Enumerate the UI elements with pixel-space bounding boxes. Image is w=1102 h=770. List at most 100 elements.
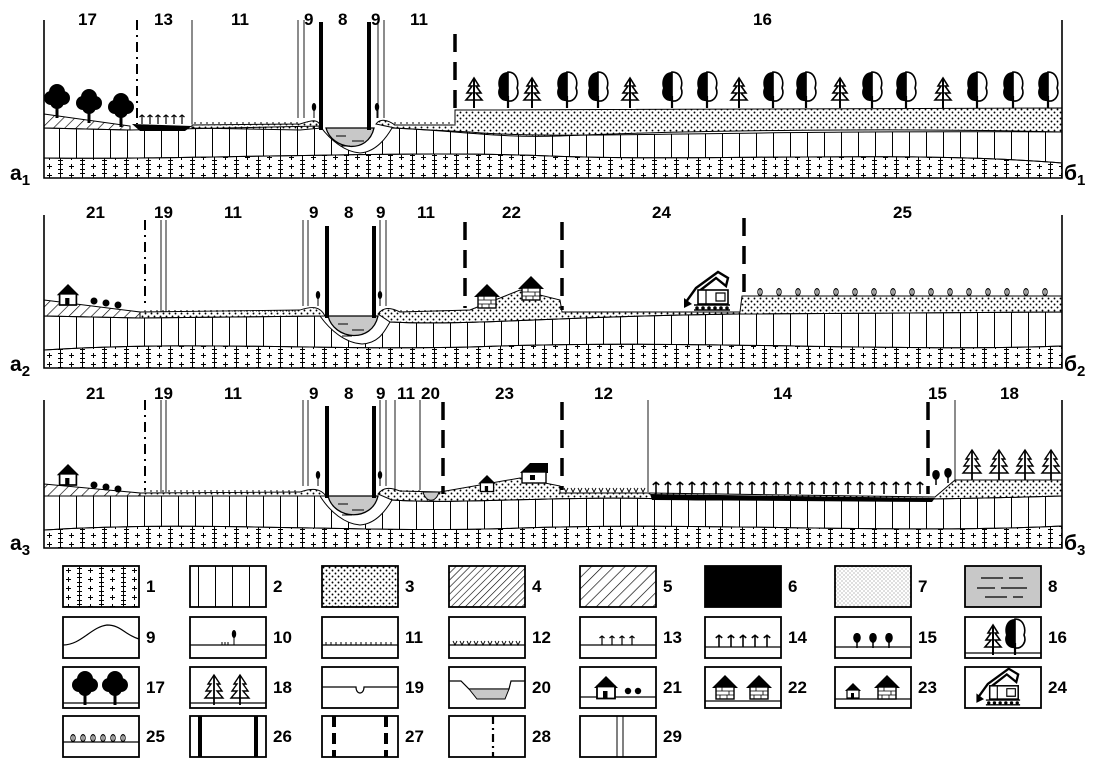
boundary-thin xyxy=(161,220,166,312)
profile-1-zone-number: 11 xyxy=(410,10,428,30)
conifer-tree xyxy=(1016,450,1034,480)
dashed-boundary-icon xyxy=(334,716,386,757)
culm-symbol xyxy=(232,630,236,645)
legend-item xyxy=(190,667,266,708)
y-grass xyxy=(613,488,617,492)
legend-number: 4 xyxy=(532,577,541,597)
legend-item xyxy=(449,617,525,658)
boundary-thin xyxy=(161,400,166,492)
legend-number: 25 xyxy=(146,727,165,747)
conifer-trees-icon xyxy=(190,675,266,705)
shrub-dot xyxy=(103,300,110,307)
shrub-dot xyxy=(635,688,641,694)
legend-item xyxy=(322,716,398,757)
tall-sedge-symbol xyxy=(869,482,876,494)
culm-symbol xyxy=(316,471,320,486)
swatch-fill xyxy=(705,566,781,607)
crop-symbol xyxy=(1043,288,1047,296)
tall-sedge-symbol xyxy=(881,482,888,494)
crop-symbol xyxy=(796,288,800,296)
legend-number: 18 xyxy=(273,678,292,698)
shrubs-icon xyxy=(835,633,911,648)
y-grass xyxy=(620,488,624,492)
sedge-symbol xyxy=(148,115,153,124)
legend-number: 15 xyxy=(918,628,937,648)
boundary-thin xyxy=(303,220,308,306)
legend-item xyxy=(190,617,266,658)
crop-symbol xyxy=(758,288,762,296)
oak-tree xyxy=(72,671,98,705)
tall-sedge-symbol xyxy=(689,482,696,494)
tall-sedge-symbol xyxy=(737,482,744,494)
legend-item xyxy=(965,566,1041,607)
legend-number: 13 xyxy=(663,628,682,648)
tall-sedge-symbol xyxy=(665,482,672,494)
crop-symbol xyxy=(777,288,781,296)
grass-tuft-icon xyxy=(190,630,266,645)
legend-number: 12 xyxy=(532,628,551,648)
profile-1 xyxy=(44,20,1062,178)
black-fill-icon xyxy=(705,566,781,607)
vertical-lines-icon xyxy=(190,566,266,607)
conifer-tree xyxy=(935,78,951,108)
brick-house xyxy=(712,675,738,699)
thick-boundary xyxy=(200,716,256,757)
thick-boundary-icon xyxy=(200,716,256,757)
swatch-fill xyxy=(322,566,398,607)
legend-item xyxy=(580,617,656,658)
small-houses-icon xyxy=(835,675,911,699)
tall-sedge-symbol xyxy=(785,482,792,494)
profile-2-zone-number: 8 xyxy=(344,203,353,223)
legend-number: 8 xyxy=(1048,577,1057,597)
legend-number: 23 xyxy=(918,678,937,698)
profile-1-zone-number: 17 xyxy=(78,10,97,30)
deciduous-tree xyxy=(557,72,577,108)
tall-sedge-symbol xyxy=(653,482,660,494)
conifer-tree xyxy=(985,625,1001,655)
ditch-icon xyxy=(322,687,398,693)
boundary-thick xyxy=(327,226,374,318)
deciduous-tree xyxy=(967,72,987,108)
profile-2-zone-number: 9 xyxy=(309,203,318,223)
brick-house xyxy=(874,675,900,699)
shrub-symbol xyxy=(932,470,940,485)
shrub-dot xyxy=(625,688,631,694)
profile-2-zone-number: 22 xyxy=(502,203,521,223)
legend-swatch-frame xyxy=(190,617,266,658)
conifer-tree xyxy=(205,675,223,705)
tall-sedge-symbol xyxy=(917,482,924,494)
deciduous-tree xyxy=(796,72,816,108)
y-grass xyxy=(599,488,603,492)
y-grass xyxy=(592,488,596,492)
legend-number: 7 xyxy=(918,577,927,597)
crop-symbol xyxy=(834,288,838,296)
legend-item xyxy=(63,716,139,757)
legend-number: 2 xyxy=(273,577,282,597)
sedge-icon xyxy=(580,636,656,645)
legend-number: 19 xyxy=(405,678,424,698)
coarse-dots-icon xyxy=(322,566,398,607)
tall-sedge-symbol xyxy=(701,482,708,494)
tall-sedge-symbol xyxy=(857,482,864,494)
legend-number: 14 xyxy=(788,628,807,648)
sedge-symbol xyxy=(172,115,177,124)
crop-symbol xyxy=(872,288,876,296)
boundary-thin xyxy=(378,20,384,118)
alluvium xyxy=(140,489,326,496)
peat-fill xyxy=(132,124,192,131)
double-thin-boundary xyxy=(617,716,623,757)
legend-item xyxy=(705,617,781,658)
brick-house xyxy=(474,284,500,308)
crop-symbol xyxy=(853,288,857,296)
sedge-symbol xyxy=(600,636,605,645)
oak-tree xyxy=(108,93,134,127)
legend-item xyxy=(63,667,139,708)
legend-item xyxy=(449,566,525,607)
pond-water xyxy=(469,689,509,699)
profile-2-zone-number: 11 xyxy=(224,203,242,223)
sedge-symbol xyxy=(752,635,759,647)
profile-1-zone-number: 16 xyxy=(753,10,772,30)
shrub-dot xyxy=(103,484,110,491)
shrub-dot xyxy=(91,482,98,489)
swatch-fill xyxy=(63,566,139,607)
